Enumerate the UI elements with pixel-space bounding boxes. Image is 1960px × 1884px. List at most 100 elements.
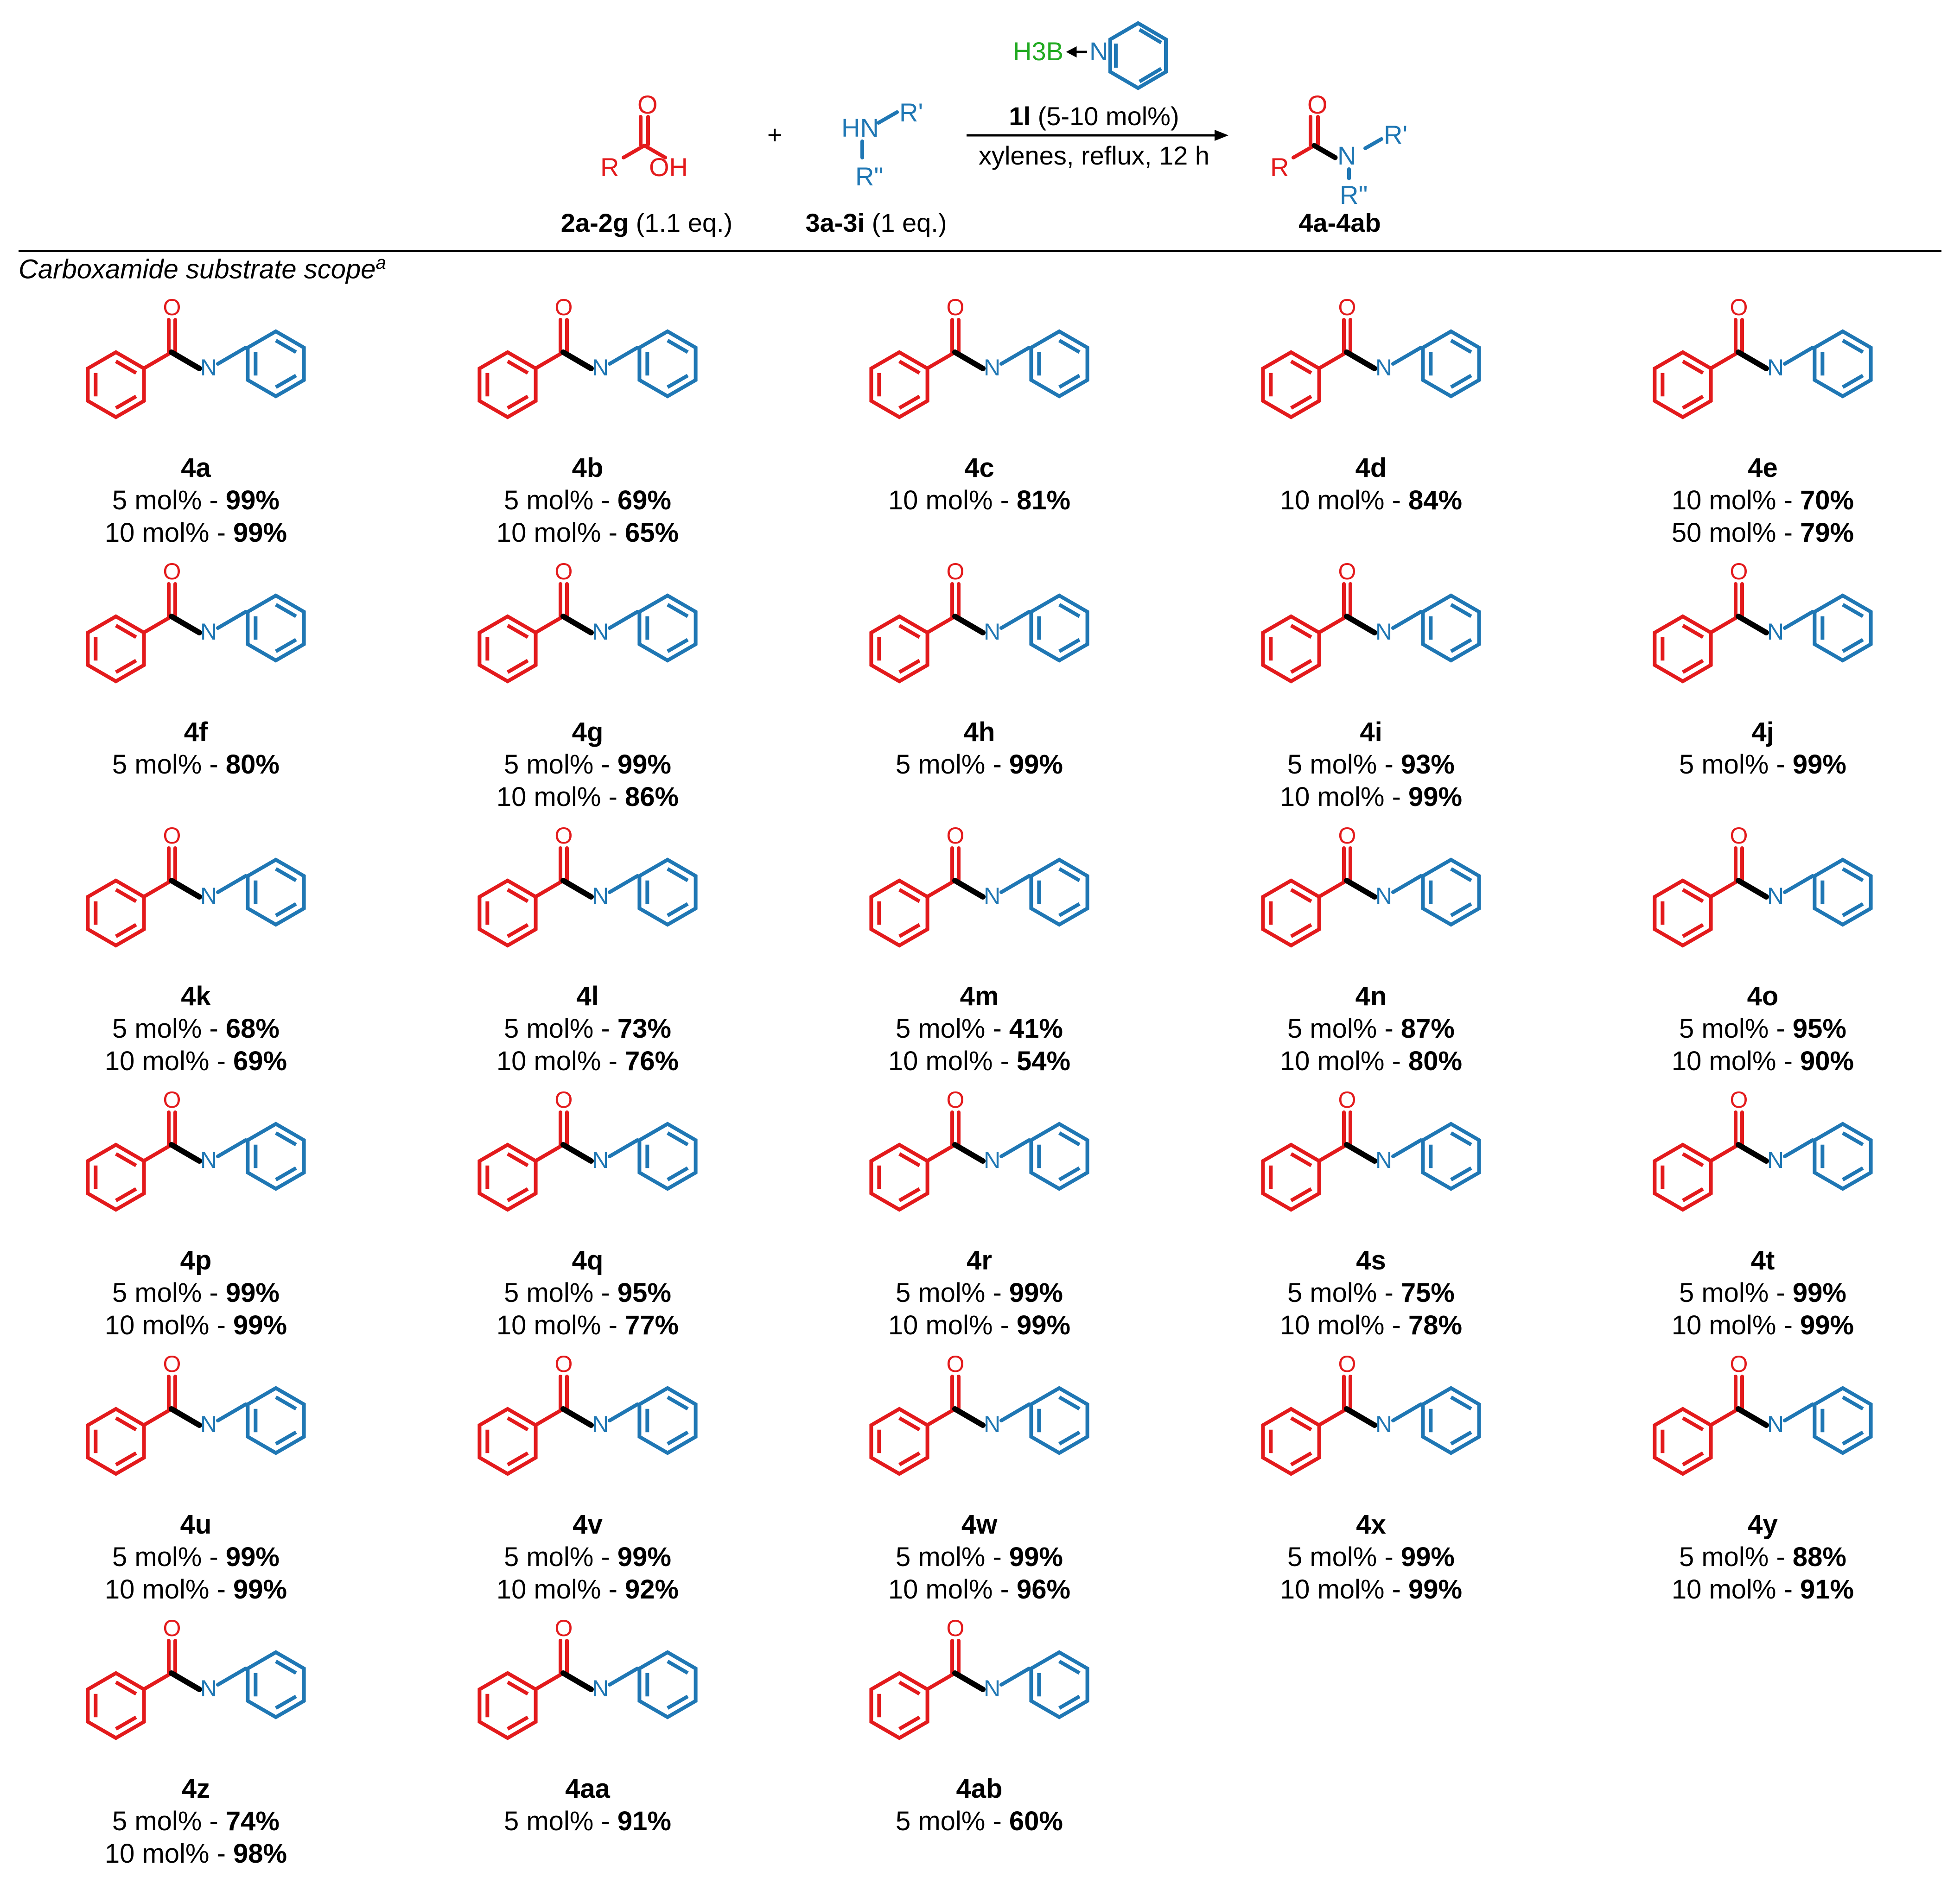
yield-value: 99% [617,749,672,780]
catalyst-loading: 10 mol% - [1279,485,1409,515]
aromatic-double-bond [667,638,689,653]
yield-line: 5 mol% - 41% [783,1013,1175,1045]
yield-line: 10 mol% - 91% [1567,1573,1959,1606]
amine-ring [637,1122,698,1191]
yield-value: 76% [625,1046,679,1076]
compound-id: 4w [961,1510,998,1540]
yield-value: 96% [1017,1574,1071,1605]
acyl-bond [925,615,957,634]
aromatic-double-bond [1058,1660,1081,1675]
acyl-bond [1709,1143,1740,1163]
yield-line: 10 mol% - 92% [392,1573,783,1606]
catalyst-loading: 5 mol% - [112,1806,226,1836]
aromatic-double-bond [1681,1416,1704,1432]
aromatic-double-bond [667,1660,689,1675]
compound-id: 4aa [565,1774,610,1804]
amide-n: N [1767,619,1784,645]
aromatic-double-bond [506,360,529,375]
amide-n: N [200,1147,217,1173]
catalyst-loading: 5 mol% - [1287,749,1401,780]
amide-bond [1736,1406,1769,1428]
aromatic-double-bond [506,1187,529,1202]
aromatic-double-bond [1450,1430,1472,1446]
aromatic-double-bond [1681,1451,1704,1466]
amide-bond [560,1406,594,1428]
yield-value: 81% [1017,485,1071,515]
amide-bond [952,878,986,900]
aromatic-double-bond [1842,867,1864,882]
yield-value: 99% [1792,1278,1847,1308]
yield-line: 10 mol% - 65% [392,517,783,549]
catalyst-loading: 5 mol% - [1287,1014,1401,1044]
acid-carbonyl-o: O [637,90,658,119]
yield-value: 75% [1400,1278,1455,1308]
amide-n: N [200,1675,217,1701]
acyl-bond [534,350,565,370]
acyl-bond [142,1143,173,1163]
product-r-prime: R' [1384,120,1407,149]
aromatic-double-bond [1058,1131,1081,1147]
n-substituent-bond [608,1138,639,1158]
compound-id: 4g [572,717,604,747]
catalyst-dative-arrow [1066,46,1087,58]
amide-bond [560,1670,594,1692]
yield-line: 5 mol% - 80% [0,749,392,781]
compound-id: 4d [1355,453,1387,483]
yield-line: 10 mol% - 96% [783,1573,1175,1606]
acyl-bond [925,1671,957,1691]
amide-bond [169,1670,202,1692]
yield-value: 92% [625,1574,679,1605]
aromatic-double-bond [1290,888,1312,903]
yield-line: 10 mol% - 99% [0,1309,392,1342]
amine-ring [246,1122,306,1191]
aromatic-double-bond [898,1681,921,1696]
n-substituent-bond [1391,1138,1423,1158]
yield-line: 5 mol% - 75% [1175,1277,1567,1309]
aromatic-double-bond [506,923,529,938]
aromatic-double-bond [1450,603,1472,618]
product-r-group: R [1270,152,1289,182]
aromatic-double-bond [667,1430,689,1446]
amide-bond [952,1142,986,1164]
compound-id: 4v [573,1510,603,1540]
aromatic-double-bond [1058,339,1081,354]
compound-id: 4k [181,981,211,1011]
yield-line: 10 mol% - 99% [0,1573,392,1606]
aromatic-double-bond [115,1451,137,1466]
structure-4g: ON [477,558,698,684]
yield-line: 5 mol% - 99% [1567,1277,1959,1309]
carbonyl-o: O [163,823,181,849]
structure-4t: ON [1653,1087,1873,1212]
carbonyl-o: O [947,1615,965,1641]
yield-line: 5 mol% - 99% [1175,1541,1567,1573]
yield-line: 10 mol% - 84% [1175,484,1567,517]
amine-ring [1813,1386,1873,1455]
catalyst-loading: 5 mol% - [895,749,1009,780]
catalyst-loading: 10 mol% - [888,485,1017,515]
amide-n: N [1767,355,1784,381]
n-substituent-bond [1391,1402,1423,1422]
carbonyl-o: O [163,1615,181,1641]
catalyst-loading: 5 mol% - [112,1542,226,1572]
yield-line: 5 mol% - 88% [1567,1541,1959,1573]
aromatic-double-bond [115,1715,137,1731]
aromatic-double-bond [1681,360,1704,375]
aromatic-double-bond [1842,638,1864,653]
structure-4w: ON [869,1351,1089,1476]
